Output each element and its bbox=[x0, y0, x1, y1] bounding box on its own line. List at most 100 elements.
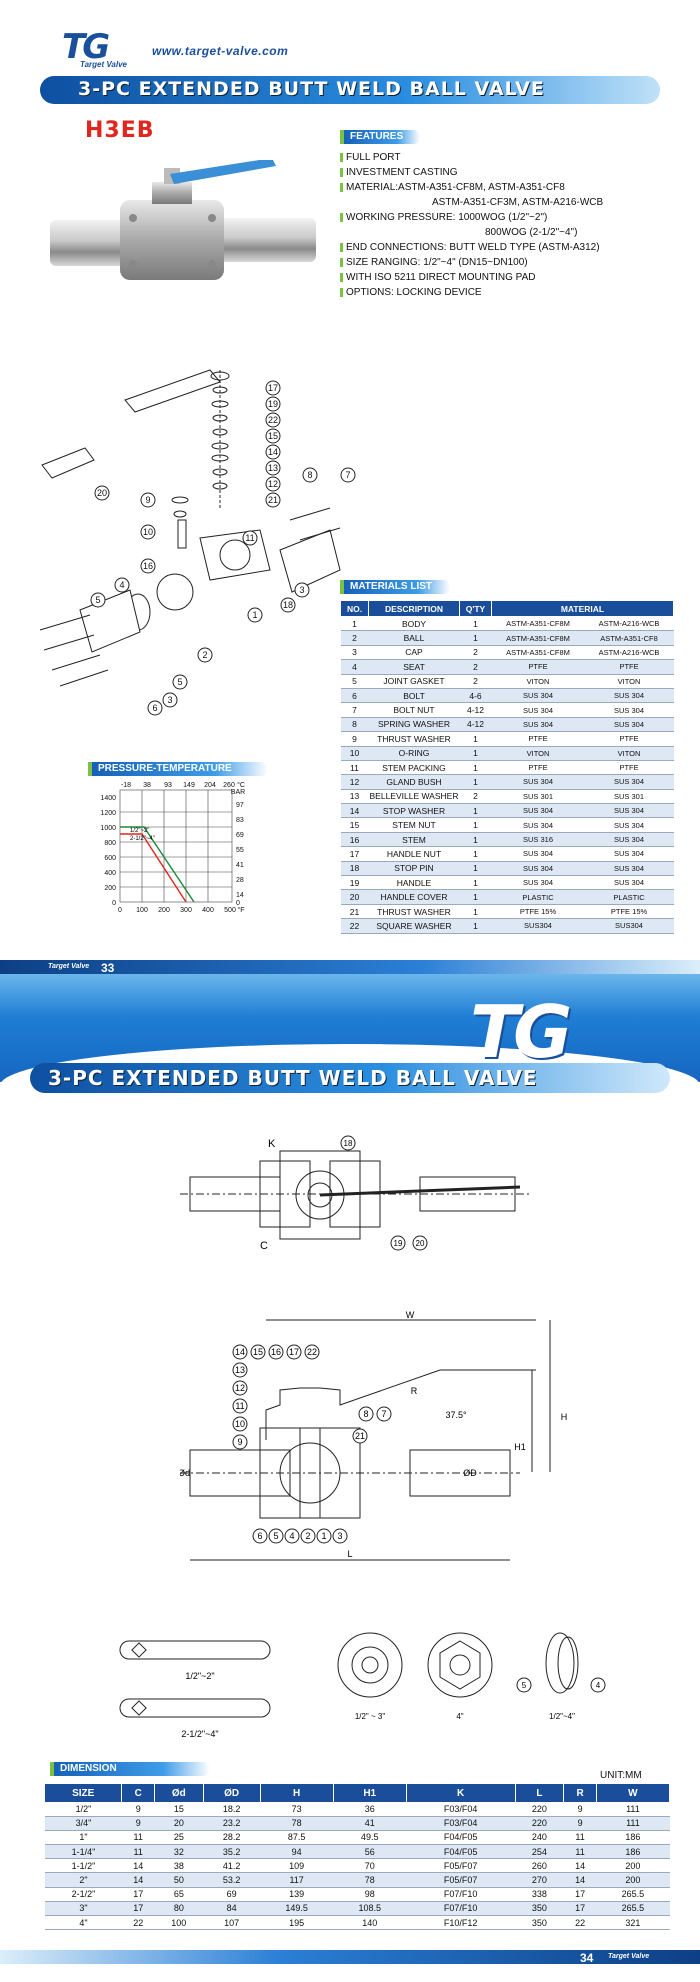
dim-cell: 94 bbox=[260, 1844, 334, 1860]
svg-text:3: 3 bbox=[299, 585, 304, 595]
dim-cell: 14 bbox=[121, 1872, 155, 1888]
dimension-heading: DIMENSION bbox=[50, 1762, 210, 1776]
material-cell: 1 bbox=[459, 846, 492, 862]
handle-size-small: 1/2"~2" bbox=[185, 1671, 214, 1681]
dim-r: R bbox=[411, 1386, 418, 1396]
material-cell: BODY bbox=[368, 616, 460, 632]
pt-top-tick: 93 bbox=[164, 782, 172, 789]
svg-text:6: 6 bbox=[257, 1531, 262, 1541]
pt-top-tick: 38 bbox=[143, 782, 151, 789]
dim-cell: 3/4" bbox=[45, 1816, 122, 1831]
svg-text:1400: 1400 bbox=[100, 795, 116, 802]
material-cell: 1 bbox=[459, 746, 492, 761]
svg-text:4: 4 bbox=[119, 580, 124, 590]
svg-text:8: 8 bbox=[363, 1409, 368, 1419]
col-description: DESCRIPTION bbox=[368, 600, 460, 617]
material-cell: SUS 301 bbox=[491, 789, 585, 805]
material-cell: PTFE bbox=[491, 731, 585, 747]
material-cell: SUS 304 bbox=[584, 803, 674, 819]
svg-text:5: 5 bbox=[177, 677, 182, 687]
website-url[interactable]: www.target-valve.com bbox=[152, 44, 289, 58]
svg-text:5: 5 bbox=[522, 1681, 527, 1690]
footer-brand-2: Target Valve bbox=[608, 1953, 650, 1960]
col-qty: Q'TY bbox=[458, 600, 492, 617]
svg-text:1200: 1200 bbox=[100, 810, 116, 817]
material-cell: 9 bbox=[340, 731, 369, 747]
dim-cell: F07/F10 bbox=[406, 1887, 516, 1902]
dim-cell: 36 bbox=[333, 1802, 407, 1817]
dim-cell: 38 bbox=[154, 1858, 204, 1874]
dim-cell: 65 bbox=[154, 1887, 204, 1902]
logo-subtitle: Target Valve bbox=[80, 60, 127, 69]
dim-cell: 321 bbox=[596, 1915, 670, 1931]
material-cell: BOLT bbox=[368, 688, 460, 704]
dim-cell: F03/F04 bbox=[406, 1816, 516, 1831]
material-cell: VITON bbox=[491, 674, 585, 689]
svg-text:14: 14 bbox=[235, 1347, 245, 1357]
seal-size-label: 1/2" ~ 3" bbox=[355, 1712, 386, 1721]
seal-detail-drawing: 1/2" ~ 3" 4" 1/2"~4" 5 4 bbox=[337, 1632, 606, 1721]
pt-top-unit: °C bbox=[237, 781, 245, 789]
page-footer-34: 34 Target Valve bbox=[0, 1950, 700, 1965]
dim-cell: 1" bbox=[45, 1830, 122, 1846]
dim-cell: 140 bbox=[333, 1915, 407, 1931]
material-cell: 6 bbox=[340, 688, 369, 704]
svg-text:11: 11 bbox=[245, 533, 254, 543]
dim-h1: H1 bbox=[514, 1442, 526, 1452]
svg-text:5: 5 bbox=[273, 1531, 278, 1541]
svg-text:9: 9 bbox=[145, 495, 150, 505]
dim-cell: 53.2 bbox=[203, 1872, 261, 1888]
material-cell: 1 bbox=[459, 832, 492, 848]
seal-size-label: 1/2"~4" bbox=[549, 1712, 575, 1721]
dim-cell: 254 bbox=[515, 1844, 564, 1860]
material-cell: ASTM-A216-WCB bbox=[584, 616, 674, 632]
dim-cell: 2-1/2" bbox=[45, 1887, 122, 1902]
dim-cell: 4" bbox=[45, 1915, 122, 1931]
valve-body-part bbox=[199, 529, 271, 581]
material-cell: 1 bbox=[459, 760, 492, 776]
ball-part bbox=[156, 573, 194, 611]
dim-cell: 87.5 bbox=[260, 1830, 334, 1846]
material-cell: SPRING WASHER bbox=[368, 717, 460, 733]
svg-text:83: 83 bbox=[236, 817, 244, 824]
features-section: FEATURES FULL PORT INVESTMENT CASTING MA… bbox=[340, 130, 670, 300]
dim-cell: 11 bbox=[121, 1830, 155, 1846]
dim-cell: 186 bbox=[596, 1844, 670, 1860]
top-view-drawing: K 18 C 19 20 bbox=[180, 1135, 530, 1252]
dim-cell: 70 bbox=[333, 1858, 407, 1874]
tg-logo-large: TG bbox=[470, 990, 572, 1074]
pipe-end-left bbox=[50, 220, 130, 266]
material-cell: 21 bbox=[340, 904, 369, 920]
material-cell: SUS 304 bbox=[584, 688, 674, 704]
svg-text:22: 22 bbox=[307, 1347, 317, 1357]
dim-cell: 11 bbox=[563, 1844, 597, 1860]
dim-col-header: W bbox=[596, 1784, 671, 1802]
svg-text:97: 97 bbox=[236, 802, 244, 809]
svg-text:21: 21 bbox=[355, 1431, 365, 1441]
dim-cell: 17 bbox=[121, 1887, 155, 1902]
material-cell: BALL bbox=[368, 630, 460, 646]
material-cell: ASTM-A351-CF8M bbox=[491, 645, 585, 661]
svg-text:0: 0 bbox=[112, 900, 116, 907]
svg-text:0: 0 bbox=[118, 907, 122, 914]
svg-text:°F: °F bbox=[237, 906, 244, 914]
dim-cell: 49.5 bbox=[333, 1830, 407, 1846]
svg-text:21: 21 bbox=[268, 495, 278, 505]
dim-cell: F04/F05 bbox=[406, 1830, 516, 1846]
material-cell: SUS 304 bbox=[491, 803, 585, 819]
dim-cell: 265.5 bbox=[596, 1887, 670, 1902]
dim-col-header: R bbox=[563, 1784, 597, 1802]
material-cell: 20 bbox=[340, 889, 369, 905]
dim-cell: 9 bbox=[563, 1802, 597, 1817]
dim-cell: 22 bbox=[121, 1915, 155, 1931]
dim-cell: 220 bbox=[515, 1816, 564, 1831]
dim-col-header: C bbox=[121, 1784, 155, 1802]
